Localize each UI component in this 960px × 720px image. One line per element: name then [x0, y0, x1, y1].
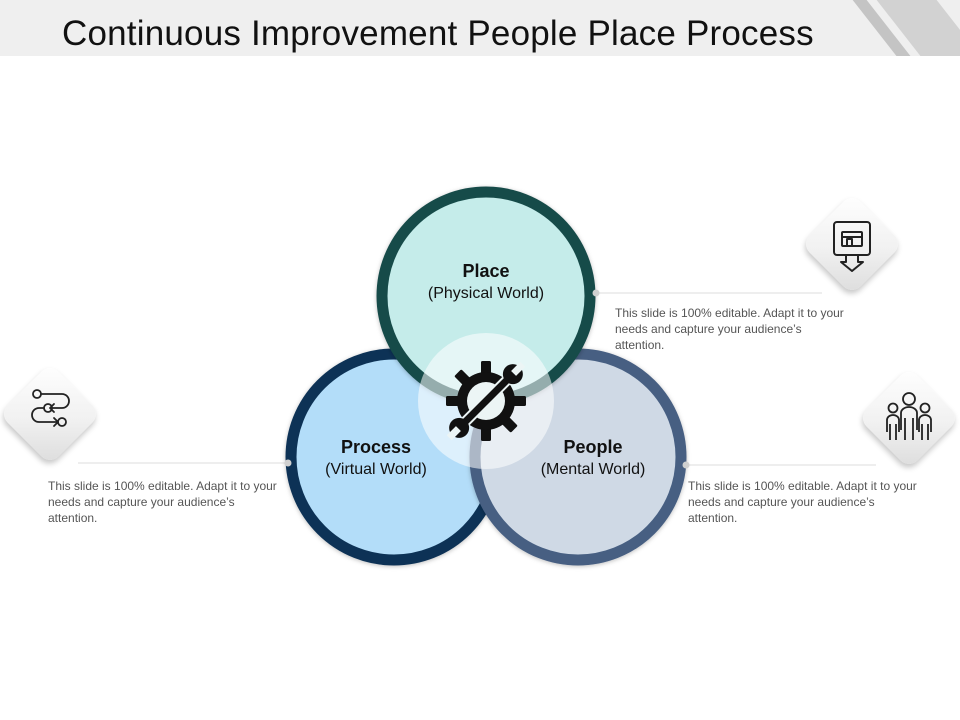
people-label: People (Mental World): [503, 435, 683, 481]
gear-wrench-icon: [446, 361, 526, 441]
place-icon: [833, 221, 871, 272]
people-subtitle: (Mental World): [540, 461, 646, 478]
place-label: Place (Physical World): [396, 259, 576, 305]
process-flow-icon: [31, 389, 70, 427]
page-title: Continuous Improvement People Place Proc…: [62, 14, 814, 53]
place-description: This slide is 100% editable. Adapt it to…: [615, 306, 844, 352]
people-name: People: [563, 437, 623, 457]
place-name: Place: [462, 261, 510, 281]
people-group-icon: [886, 392, 932, 440]
connector-dot: [682, 461, 690, 469]
title-band: Continuous Improvement People Place Proc…: [0, 0, 960, 56]
connector-dot: [592, 289, 600, 297]
people-description: This slide is 100% editable. Adapt it to…: [688, 479, 917, 525]
process-subtitle: (Virtual World): [325, 461, 427, 478]
connector-dot: [284, 459, 292, 467]
process-name: Process: [340, 437, 412, 457]
process-description: This slide is 100% editable. Adapt it to…: [48, 479, 277, 525]
place-subtitle: (Physical World): [427, 285, 545, 302]
process-label: Process (Virtual World): [286, 435, 466, 481]
